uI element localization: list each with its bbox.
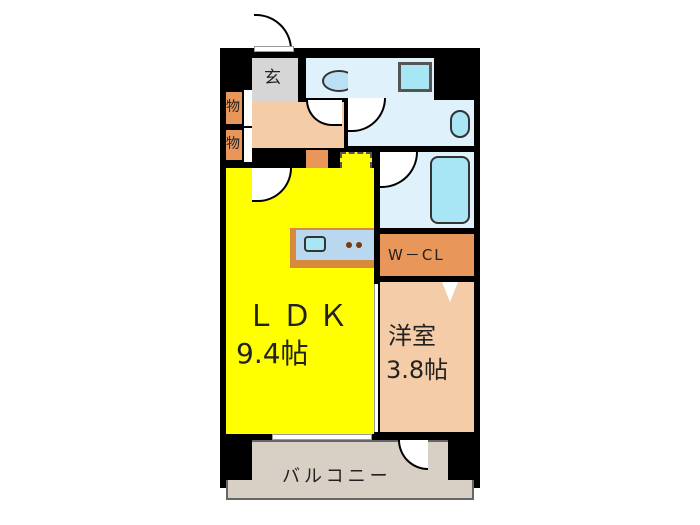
sliding-door	[374, 284, 378, 432]
kitchen-counter	[290, 228, 374, 268]
washroom	[348, 58, 474, 146]
western-room-size: 3.8帖	[386, 356, 449, 384]
western-room: 洋室 3.8帖	[380, 282, 474, 432]
balcony-door-swing	[398, 440, 428, 470]
washbasin-icon	[450, 110, 470, 138]
entrance-threshold	[254, 46, 294, 52]
balcony: バルコニー	[226, 440, 474, 500]
entrance-label: 玄	[264, 68, 281, 88]
bathroom	[380, 152, 474, 228]
walk-in-closet-label: W－CL	[388, 246, 445, 264]
bathtub-icon	[430, 156, 470, 224]
balcony-pillar-left	[226, 440, 252, 480]
storage-1-label: 物	[226, 99, 240, 115]
closet-door-marker	[442, 282, 458, 302]
western-room-name: 洋室	[388, 322, 436, 350]
storage-1-door	[244, 90, 252, 126]
balcony-label: バルコニー	[282, 466, 392, 487]
entrance-door	[254, 14, 292, 50]
stove-burner-icon	[346, 242, 352, 248]
ldk: ＬＤＫ 9.4帖	[226, 168, 374, 434]
storage-2-label: 物	[226, 136, 240, 152]
pantry	[306, 150, 328, 168]
storage-2: 物	[226, 130, 242, 160]
storage-1: 物	[226, 92, 242, 124]
washing-machine-icon	[398, 62, 432, 92]
wall-notch	[434, 58, 474, 100]
ldk-name: ＬＤＫ	[246, 299, 354, 334]
entrance: 玄	[252, 58, 298, 102]
ldk-size: 9.4帖	[236, 337, 309, 370]
stove-burner-icon	[356, 242, 362, 248]
ldk-door-swing	[252, 168, 292, 202]
balcony-pillar-right	[448, 440, 474, 480]
washroom-door-swing	[348, 98, 386, 132]
storage-2-door	[244, 128, 252, 162]
balcony-window	[272, 434, 372, 440]
bathroom-door-swing	[380, 152, 418, 188]
sink-icon	[304, 236, 326, 252]
walk-in-closet: W－CL	[380, 234, 474, 276]
